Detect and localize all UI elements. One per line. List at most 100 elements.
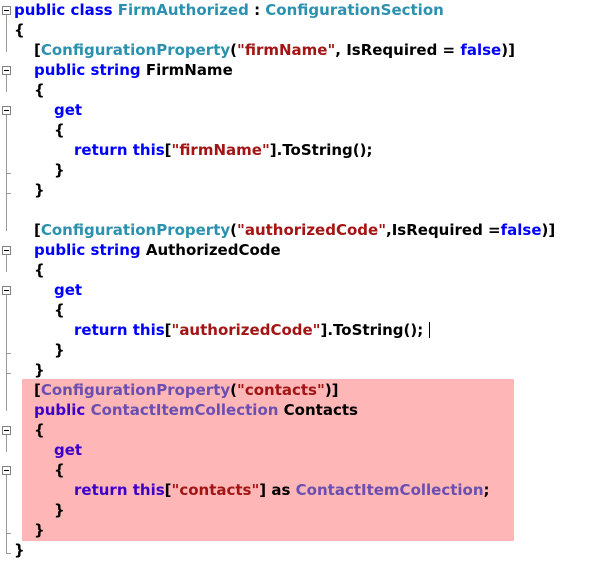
string-literal: "firmName"	[237, 41, 336, 59]
punctuation: [	[34, 221, 41, 239]
code-line-open-brace[interactable]: {	[34, 80, 45, 100]
keyword: return this	[74, 141, 165, 159]
fold-guide	[6, 75, 7, 92]
code-line-close-brace[interactable]: }	[54, 500, 65, 520]
code-line-return-contacts[interactable]: return this["contacts"] as ContactItemCo…	[74, 480, 490, 500]
code-line-close-brace[interactable]: }	[54, 160, 65, 180]
collapse-icon[interactable]	[2, 286, 11, 295]
code-line-open-brace[interactable]: {	[34, 420, 45, 440]
string-literal: "firmName"	[171, 141, 270, 159]
brace: {	[34, 421, 45, 439]
keyword: false	[500, 221, 542, 239]
brace: {	[54, 121, 65, 139]
collapse-icon[interactable]	[2, 106, 11, 115]
code-line-open-brace[interactable]: {	[54, 460, 65, 480]
punctuation: [	[34, 41, 41, 59]
fold-end-tick	[6, 193, 11, 194]
fold-guide	[6, 475, 7, 553]
code-line-attribute-firmname[interactable]: [ConfigurationProperty("firmName", IsReq…	[34, 40, 515, 60]
keyword: public class	[14, 1, 113, 19]
brace: }	[54, 501, 65, 519]
named-argument: ,IsRequired =	[386, 221, 501, 239]
fold-end-tick	[6, 173, 11, 174]
highlighted-region	[22, 379, 514, 541]
brace: {	[54, 461, 65, 479]
brace: {	[34, 81, 45, 99]
brace: }	[14, 541, 25, 559]
code-line-property-authorizedcode[interactable]: public string AuthorizedCode	[34, 240, 281, 260]
code-line-open-brace[interactable]: {	[34, 260, 45, 280]
brace: {	[54, 301, 65, 319]
collapse-icon[interactable]	[2, 66, 11, 75]
punctuation: [	[164, 481, 172, 499]
method-call: ].ToString();	[320, 321, 424, 339]
string-literal: "contacts"	[171, 481, 260, 499]
brace: }	[54, 341, 65, 359]
named-argument: , IsRequired =	[335, 41, 461, 59]
code-line-property-contacts[interactable]: public ContactItemCollection Contacts	[34, 400, 358, 420]
class-name: FirmAuthorized	[117, 1, 249, 19]
code-line-open-brace[interactable]: {	[14, 20, 25, 40]
punctuation: [	[34, 381, 41, 399]
fold-guide	[6, 15, 7, 52]
keyword: get	[54, 101, 83, 119]
code-line-return-authorizedcode[interactable]: return this["authorizedCode"].ToString()…	[74, 320, 423, 340]
fold-end-tick	[6, 553, 11, 554]
type-name: ContactItemCollection	[295, 481, 484, 499]
text-caret	[429, 322, 430, 338]
keyword: public	[34, 401, 86, 419]
brace: {	[14, 21, 25, 39]
fold-guide	[6, 193, 7, 231]
code-line-attribute-contacts[interactable]: [ConfigurationProperty("contacts")]	[34, 380, 339, 400]
code-line-class-declaration[interactable]: public class FirmAuthorized : Configurat…	[14, 0, 444, 20]
code-line-close-brace[interactable]: }	[34, 520, 45, 540]
code-line-close-brace[interactable]: }	[14, 540, 25, 560]
method-call: ].ToString();	[269, 141, 373, 159]
attribute-name: ConfigurationProperty	[40, 381, 231, 399]
fold-end-tick	[6, 373, 11, 374]
brace: {	[34, 261, 45, 279]
code-line-get[interactable]: get	[54, 280, 82, 300]
punctuation: )]	[324, 381, 339, 399]
collapse-icon[interactable]	[2, 6, 11, 15]
cast-keyword: ] as	[259, 481, 296, 499]
punctuation: )]	[541, 221, 556, 239]
keyword: return this	[74, 321, 165, 339]
type-name: ContactItemCollection	[90, 401, 279, 419]
code-line-open-brace[interactable]: {	[54, 120, 65, 140]
code-line-get[interactable]: get	[54, 440, 82, 460]
code-line-get[interactable]: get	[54, 100, 82, 120]
punctuation: [	[164, 321, 172, 339]
string-literal: "authorizedCode"	[237, 221, 387, 239]
attribute-name: ConfigurationProperty	[40, 221, 231, 239]
code-line-close-brace[interactable]: }	[54, 340, 65, 360]
fold-guide	[6, 373, 7, 411]
keyword: get	[54, 441, 83, 459]
collapse-icon[interactable]	[2, 426, 11, 435]
punctuation: (	[230, 221, 238, 239]
string-literal: "contacts"	[237, 381, 325, 399]
base-class-name: ConfigurationSection	[265, 1, 444, 19]
collapse-icon[interactable]	[2, 466, 11, 475]
keyword: false	[460, 41, 502, 59]
keyword: public string	[34, 61, 141, 79]
code-line-close-brace[interactable]: }	[34, 180, 45, 200]
keyword: public string	[34, 241, 141, 259]
code-line-attribute-authorizedcode[interactable]: [ConfigurationProperty("authorizedCode",…	[34, 220, 555, 240]
keyword: return this	[74, 481, 165, 499]
fold-end-tick	[6, 533, 11, 534]
code-line-return-firmname[interactable]: return this["firmName"].ToString();	[74, 140, 373, 160]
collapse-icon[interactable]	[2, 246, 11, 255]
attribute-name: ConfigurationProperty	[40, 41, 231, 59]
brace: }	[34, 181, 45, 199]
fold-end-tick	[6, 353, 11, 354]
brace: }	[54, 161, 65, 179]
property-name: Contacts	[283, 401, 358, 419]
brace: }	[34, 521, 45, 539]
code-line-property-firmname[interactable]: public string FirmName	[34, 60, 233, 80]
code-line-close-brace[interactable]: }	[34, 360, 45, 380]
code-line-open-brace[interactable]: {	[54, 300, 65, 320]
punctuation: ;	[483, 481, 490, 499]
fold-guide	[6, 255, 7, 272]
